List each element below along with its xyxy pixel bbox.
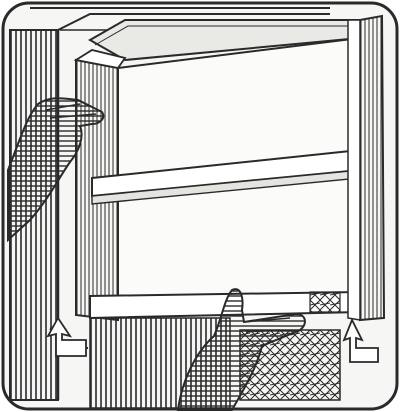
wall-cabinet (76, 16, 384, 320)
